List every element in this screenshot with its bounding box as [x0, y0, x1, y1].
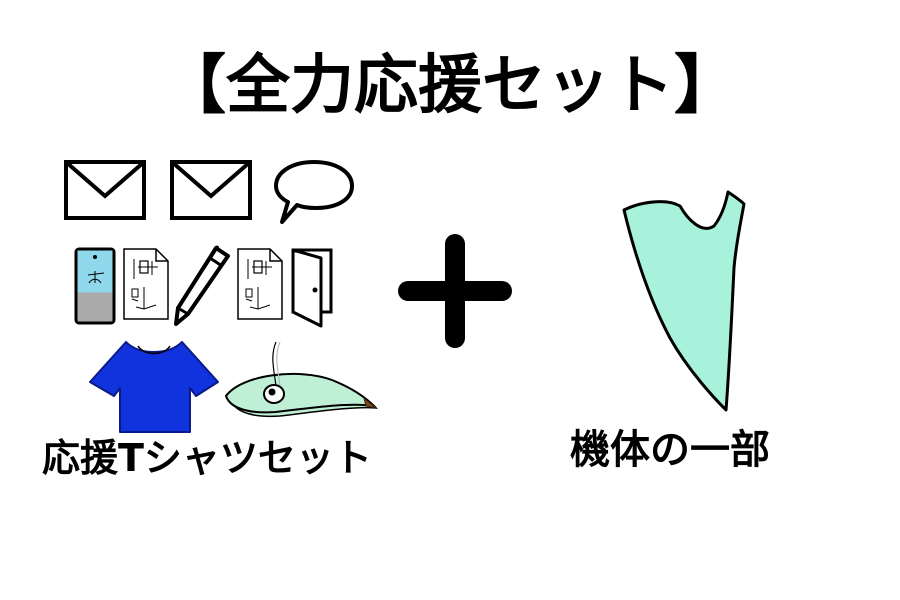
envelope-icon: [64, 160, 146, 220]
page-title: 【全力応援セット】: [162, 49, 738, 123]
phone-icon: [74, 247, 116, 325]
envelope-icon: [170, 160, 252, 220]
pen-icon: [168, 244, 232, 328]
document-icon: [236, 247, 284, 321]
aircraft-part-icon: [618, 188, 750, 414]
document-icon: [122, 247, 170, 321]
t-shirt-icon: [88, 338, 220, 434]
plus-icon: [398, 234, 512, 348]
t-shirt-set-caption: 応援Tシャツセット: [42, 436, 372, 480]
wing-model-icon: [224, 338, 384, 422]
aircraft-part-caption: 機体の一部: [570, 427, 770, 473]
speech-bubble-icon: [272, 158, 356, 226]
door-icon: [291, 248, 335, 328]
